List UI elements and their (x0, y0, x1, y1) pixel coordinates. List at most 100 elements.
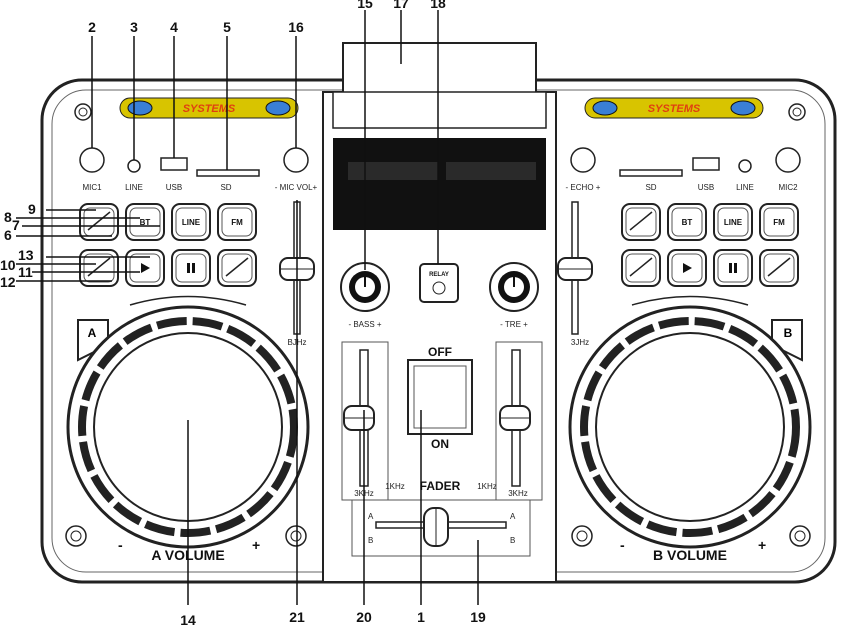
bass-label: - BASS + (348, 320, 381, 329)
line-label-left: LINE (125, 183, 143, 192)
crossfader[interactable] (351, 499, 531, 557)
left-button-next[interactable] (217, 249, 257, 287)
sd-slot-right[interactable] (619, 169, 683, 177)
right-button-play[interactable] (667, 249, 707, 287)
echo-knob[interactable] (570, 147, 596, 173)
right-button-next[interactable] (759, 249, 799, 287)
sd-slot-left[interactable] (196, 169, 260, 177)
right-button-pause[interactable] (713, 249, 753, 287)
left-button-prev[interactable] (79, 249, 119, 287)
brand-logo-right: SYSTEMS (584, 97, 764, 119)
callout-13: 13 (18, 247, 34, 263)
screw-bottom-right-a (285, 525, 307, 547)
relay-icon (432, 281, 446, 295)
echo-label: - ECHO + (566, 183, 601, 192)
callout-7: 7 (12, 217, 20, 233)
deck-b-tag-text: B (784, 326, 793, 340)
usb-label-left: USB (166, 183, 182, 192)
callout-2: 2 (88, 19, 96, 35)
sd-label-left: SD (220, 183, 231, 192)
callout-18: 18 (430, 0, 446, 11)
screw-top-right (788, 103, 806, 121)
brand-logo-left-text: SYSTEMS (183, 103, 236, 115)
callout-21: 21 (289, 609, 305, 625)
power-on-label: ON (431, 437, 449, 451)
deck-a-plus: + (252, 537, 260, 553)
phone-dock-slot (332, 91, 547, 129)
right-button-fm[interactable]: FM (759, 203, 799, 241)
callout-9: 9 (28, 201, 36, 217)
right-button-usb-sd[interactable] (621, 203, 661, 241)
jog-arc-a (129, 295, 247, 306)
display-segment-right (446, 162, 536, 180)
mic1-label: MIC1 (82, 183, 102, 192)
screw-bottom-left-a (65, 525, 87, 547)
screw-bottom-right-b (789, 525, 811, 547)
callout-11: 11 (18, 264, 33, 280)
usb-port-right[interactable] (692, 157, 720, 171)
callout-12: 12 (0, 274, 16, 290)
treble-knob[interactable] (489, 262, 539, 312)
play-icon (683, 263, 692, 273)
brand-logo-left: SYSTEMS (119, 97, 299, 119)
callout-10: 10 (0, 257, 16, 273)
callout-20: 20 (356, 609, 372, 625)
right-button-line-text: LINE (724, 218, 743, 227)
left-button-fm[interactable]: FM (217, 203, 257, 241)
left-button-line-text: LINE (182, 218, 201, 227)
fader-title: FADER (420, 479, 461, 493)
line-label-right: LINE (736, 183, 754, 192)
relay-button[interactable]: RELAY (419, 263, 459, 303)
line-jack-right[interactable] (738, 159, 752, 173)
left-button-bt-text: BT (140, 218, 151, 227)
right-channel-low-label: 1KHz (477, 482, 497, 491)
left-button-fm-text: FM (231, 218, 243, 227)
deck-b-minus: - (620, 537, 625, 553)
bass-knob[interactable] (340, 262, 390, 312)
jog-wheel-b[interactable] (568, 305, 812, 549)
right-button-line[interactable]: LINE (713, 203, 753, 241)
display-screen (333, 138, 546, 230)
left-button-pause[interactable] (171, 249, 211, 287)
line-jack-left[interactable] (127, 159, 141, 173)
callout-14: 14 (180, 612, 196, 627)
right-pitch-label: 3JHz (571, 338, 589, 347)
right-channel-fader[interactable] (495, 341, 543, 501)
relay-text: RELAY (429, 272, 449, 278)
left-button-bt[interactable]: BT (125, 203, 165, 241)
crossfader-b-bottom-right: B (510, 536, 515, 545)
right-button-prev[interactable] (621, 249, 661, 287)
left-channel-low-label: 1KHz (385, 482, 405, 491)
mic-vol-knob[interactable] (283, 147, 309, 173)
left-button-play[interactable] (125, 249, 165, 287)
mic1-jack[interactable] (79, 147, 105, 173)
right-pitch-slider[interactable] (557, 201, 593, 335)
deck-b-plus: + (758, 537, 766, 553)
mic-vol-label: - MIC VOL+ (275, 183, 318, 192)
right-button-bt[interactable]: BT (667, 203, 707, 241)
screw-bottom-left-b (571, 525, 593, 547)
sd-label-right: SD (645, 183, 656, 192)
power-switch[interactable] (407, 359, 473, 435)
crossfader-a-top-right: A (510, 512, 516, 521)
treble-label: - TRE + (500, 320, 528, 329)
mic2-jack[interactable] (775, 147, 801, 173)
callout-3: 3 (130, 19, 138, 35)
callout-5: 5 (223, 19, 231, 35)
right-channel-label: 3KHz (508, 489, 528, 498)
deck-a-tag-text: A (88, 326, 97, 340)
deck-b-volume: B VOLUME (653, 547, 727, 563)
right-button-bt-text: BT (682, 218, 693, 227)
mic2-label: MIC2 (778, 183, 798, 192)
pause-icon (187, 263, 195, 273)
deck-a-minus: - (118, 537, 123, 553)
callout-lines (16, 10, 479, 605)
left-channel-fader[interactable] (341, 341, 389, 501)
usb-port-left[interactable] (160, 157, 188, 171)
play-icon (141, 263, 150, 273)
callout-19: 19 (470, 609, 486, 625)
callout-17: 17 (393, 0, 409, 11)
left-button-line[interactable]: LINE (171, 203, 211, 241)
usb-label-right: USB (698, 183, 714, 192)
